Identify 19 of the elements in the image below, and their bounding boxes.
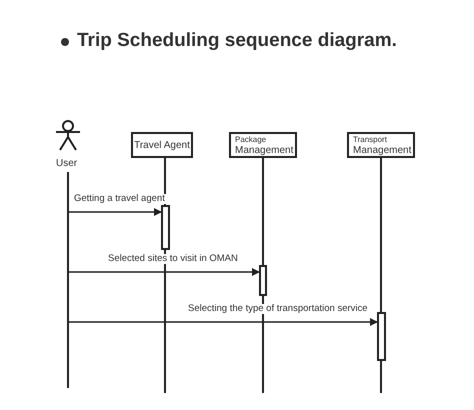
diagram-title: Trip Scheduling sequence diagram.: [77, 30, 397, 52]
message-label: Getting a travel agent: [73, 194, 166, 204]
participant-box: [229, 132, 297, 158]
activation-bar: [161, 205, 170, 250]
participant-name: Package: [235, 134, 266, 145]
participant-box: [131, 132, 193, 158]
message-arrow: [69, 208, 162, 216]
activation-bar: [259, 265, 267, 296]
message-arrow: [69, 268, 260, 276]
participant-name: Transport: [353, 134, 387, 145]
participant-name: Travel Agent: [134, 140, 190, 150]
participant-name: Management: [235, 145, 294, 156]
message-label: Selected sites to visit in OMAN: [107, 254, 239, 264]
actor-label: User: [56, 158, 78, 169]
message-arrow: [69, 318, 378, 326]
participant-name: Management: [353, 145, 412, 156]
message-label: Selecting the type of transportation service: [187, 304, 369, 314]
activation-bar: [377, 312, 386, 361]
participant-box: [347, 132, 415, 158]
